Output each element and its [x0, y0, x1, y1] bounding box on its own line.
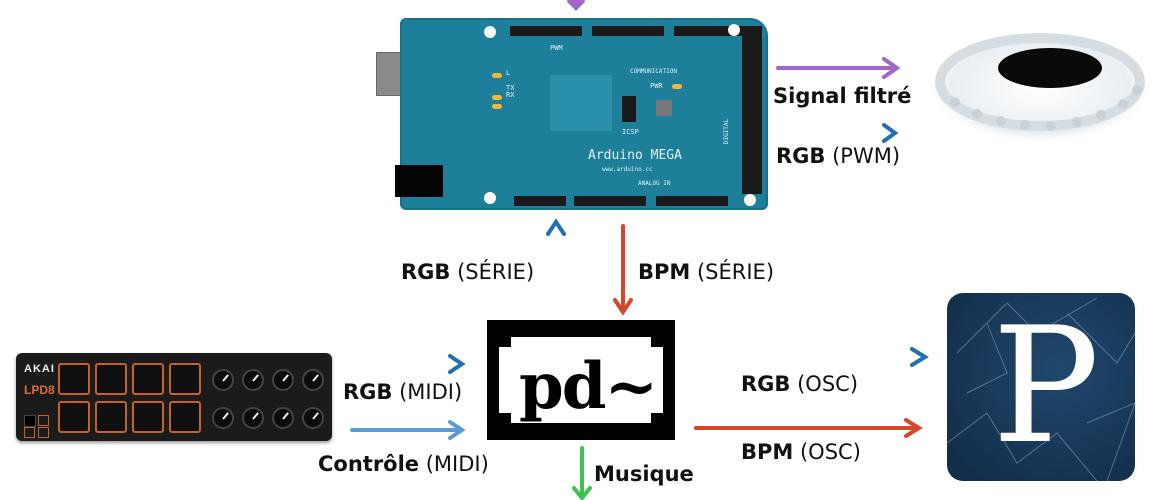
icsp-label: ICSP [622, 128, 639, 136]
led-tx-label: TX [506, 84, 515, 92]
label-bpm-serie: BPM (SÉRIE) [638, 260, 775, 284]
pwm-label: PWM [550, 44, 563, 52]
program-button [24, 415, 36, 427]
board-url: www.arduino.cc [602, 166, 653, 173]
puredata-logo-frame: pd~ [499, 337, 663, 423]
arrow-rgb-osc [696, 347, 929, 367]
knob [272, 407, 294, 429]
arrow-controle-midi [350, 420, 466, 440]
prog-change-button [24, 427, 35, 438]
puredata-logo-text: pd~ [519, 349, 658, 424]
led-rx-label: RX [506, 91, 515, 99]
arrow-signal-in [566, 0, 586, 11]
drum-pad [58, 363, 90, 395]
pin-header-analog [656, 196, 728, 206]
knob [242, 369, 264, 391]
pad-mode-button [38, 415, 49, 426]
knob [212, 407, 234, 429]
knob [242, 407, 264, 429]
mount-hole [728, 24, 740, 36]
akai-logo: AKAI [24, 363, 55, 375]
pin-header-power [514, 196, 566, 206]
drum-pad [169, 363, 201, 395]
arrow-rgb-serie [546, 218, 566, 315]
drum-pad [58, 401, 90, 433]
reset-button [656, 100, 672, 116]
arrow-musique [572, 446, 592, 500]
pin-header [510, 26, 582, 36]
label-rgb-serie: RGB (SÉRIE) [401, 260, 535, 284]
processing-logo-lines [947, 297, 1135, 481]
led-strip [928, 29, 1152, 145]
label-rgb-midi: RGB (MIDI) [343, 380, 463, 404]
label-bpm-osc: BPM (OSC) [741, 440, 861, 464]
label-controle-midi: Contrôle (MIDI) [318, 452, 489, 476]
arrow-rgb-midi [348, 354, 466, 374]
lpd8-logo: LPD8 [24, 383, 55, 397]
board-title: Arduino MEGA [588, 148, 682, 163]
led-l-label: L [506, 69, 511, 77]
label-rgb-osc: RGB (OSC) [741, 372, 859, 396]
arrow-rgb-pwm [780, 123, 899, 143]
microcontroller-chip [550, 75, 612, 131]
label-rgb-pwm: RGB (PWM) [776, 144, 901, 168]
drum-pad [95, 363, 127, 395]
communication-label: COMMUNICATION [630, 68, 677, 75]
power-jack [395, 165, 443, 197]
led-strip-coil [935, 33, 1145, 131]
drum-pad [95, 401, 127, 433]
puredata-logo: pd~ [487, 320, 675, 440]
mount-hole [744, 194, 756, 206]
led-pwr [672, 84, 682, 89]
knob [302, 369, 324, 391]
akai-lpd8-controller: AKAI LPD8 [16, 353, 332, 441]
drum-pad [132, 401, 164, 433]
cc-button [38, 427, 49, 438]
knob [212, 369, 234, 391]
led-rx [492, 95, 502, 100]
arrow-bpm-serie [613, 224, 633, 316]
processing-logo-letter: P [992, 293, 1100, 479]
arrow-bpm-osc [694, 418, 923, 438]
drum-pad [132, 363, 164, 395]
pin-header [674, 26, 746, 36]
led-strip-center [998, 48, 1102, 88]
drum-pad [169, 401, 201, 433]
led-tx [492, 104, 502, 109]
knob [302, 407, 324, 429]
processing-logo: P [947, 293, 1135, 481]
mount-hole [484, 192, 496, 204]
pwr-label: PWR [650, 82, 663, 90]
pin-header-digital [742, 26, 762, 194]
led-l [492, 73, 502, 78]
led-dots [950, 85, 1142, 131]
pin-header [592, 26, 664, 36]
icsp-header [622, 96, 636, 122]
pin-header-analog [574, 196, 646, 206]
knob [272, 369, 294, 391]
analog-in-label: ANALOG IN [638, 180, 671, 187]
arrow-signal-filtre [776, 57, 901, 79]
mount-hole [484, 26, 496, 38]
label-musique: Musique [594, 462, 694, 486]
label-signal-filtre: Signal filtré [773, 84, 912, 108]
